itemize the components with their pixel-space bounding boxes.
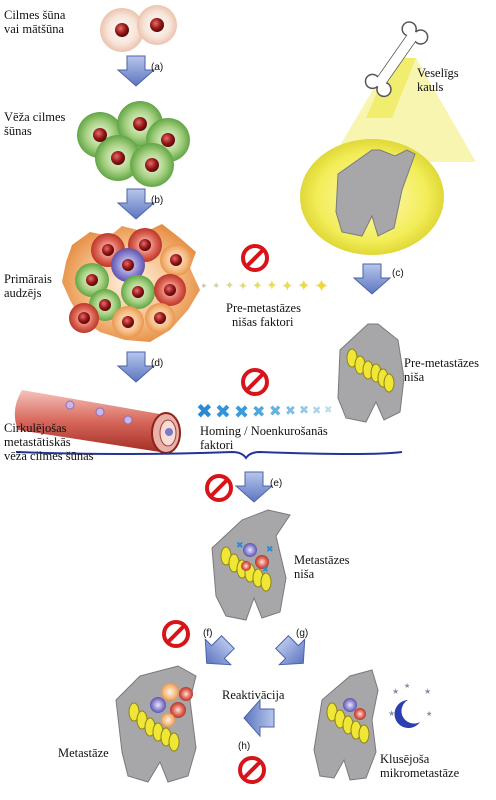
svg-text:★: ★	[424, 687, 431, 696]
arrow-b	[117, 188, 155, 220]
label-line: nišas faktori	[232, 315, 294, 329]
svg-text:✖: ✖	[312, 405, 321, 417]
label-line: Cilmes šūna	[4, 8, 66, 22]
svg-text:✖: ✖	[252, 404, 265, 421]
svg-text:✦: ✦	[225, 280, 234, 292]
label-line: mikrometastāze	[380, 766, 460, 780]
arrow-d	[117, 351, 155, 383]
arrow-a	[117, 55, 155, 87]
svg-text:✦: ✦	[238, 279, 248, 293]
label-line: Vēža cilmes	[4, 110, 66, 124]
svg-text:✖: ✖	[266, 544, 274, 554]
label-metastasis: Metastāze	[58, 746, 109, 760]
dormant-micrometastasis-bone	[313, 669, 379, 781]
svg-text:✖: ✖	[236, 540, 244, 550]
label-healthy-bone: Veselīgs kauls	[417, 66, 459, 94]
label-line: Pre-metastāzes	[226, 301, 301, 315]
svg-text:✦: ✦	[281, 279, 294, 295]
homing-factor-crosses: ✖ ✖ ✖ ✖ ✖ ✖ ✖ ✖ ✖	[196, 401, 332, 423]
label-line: Pre-metastāzes	[404, 356, 479, 370]
label-line: vai mātšūna	[4, 22, 65, 36]
label-line: šūnas	[4, 124, 32, 138]
label-line: Cirkulējošas	[4, 421, 67, 435]
svg-text:✖: ✖	[324, 405, 332, 416]
label-line: Homing / Noenkurošanās	[200, 424, 328, 438]
label-line: vēža cilmes šūnas	[4, 449, 94, 463]
step-h: (h)	[238, 741, 251, 752]
label-reactivation: Reaktivācija	[222, 688, 285, 702]
blood-vessel	[14, 390, 181, 454]
label-dormant: Klusējoša mikrometastāze	[380, 752, 459, 780]
label-line: audzējs	[4, 286, 42, 300]
label-premetastatic-factors: Pre-metastāzes nišas faktori	[226, 301, 301, 329]
svg-text:✖: ✖	[269, 404, 282, 420]
label-line: Metastāzes	[294, 553, 350, 567]
svg-text:★: ★	[392, 687, 399, 696]
step-e: (e)	[270, 478, 283, 489]
step-g: (g)	[296, 628, 309, 639]
svg-text:✦: ✦	[314, 276, 329, 296]
svg-text:✖: ✖	[215, 402, 231, 423]
healthy-bone	[300, 21, 476, 255]
label-line: niša	[404, 370, 425, 384]
step-d: (d)	[151, 358, 164, 369]
arrow-e	[235, 471, 273, 503]
svg-text:✦: ✦	[252, 278, 263, 293]
arrow-f	[204, 635, 235, 666]
svg-text:✦: ✦	[200, 281, 208, 291]
svg-text:★: ★	[404, 682, 410, 690]
svg-text:✖: ✖	[262, 565, 269, 574]
step-a: (a)	[151, 62, 164, 73]
svg-text:★: ★	[388, 709, 395, 718]
label-circulating: Cirkulējošas metastātiskās vēža cilmes š…	[4, 421, 94, 463]
inhibit-sign-e	[205, 474, 233, 502]
inhibit-sign-homing	[241, 368, 269, 396]
label-cancer-stem: Vēža cilmes šūnas	[4, 110, 65, 138]
label-line: kauls	[417, 80, 444, 94]
label-primary-tumor: Primārais audzējs	[4, 272, 52, 300]
stem-cells	[100, 5, 177, 52]
label-line: niša	[294, 567, 315, 581]
label-line: Veselīgs	[417, 66, 459, 80]
svg-text:✦: ✦	[297, 278, 310, 295]
label-stem-cell: Cilmes šūna vai mātšūna	[4, 8, 65, 36]
label-homing-factors: Homing / Noenkurošanās faktori	[200, 424, 328, 452]
metastasis-bone	[115, 665, 197, 783]
label-line: Primārais	[4, 272, 52, 286]
primary-tumor	[62, 224, 200, 342]
premetastatic-factor-stars: ✦ ✦ ✦ ✦ ✦ ✦ ✦ ✦ ✦	[200, 276, 329, 296]
label-premetastatic-niche: Pre-metastāzes niša	[404, 356, 479, 384]
arrow-c	[353, 263, 391, 295]
svg-text:✖: ✖	[196, 401, 213, 423]
inhibit-sign-h	[238, 756, 266, 784]
cancer-stem-cells	[77, 101, 190, 187]
metastatic-niche: ✖ ✖ ✖	[211, 509, 291, 621]
label-line: faktori	[200, 438, 234, 452]
arrow-h	[243, 698, 275, 738]
premetastatic-niche	[337, 323, 405, 423]
svg-text:✖: ✖	[299, 403, 309, 417]
svg-text:✖: ✖	[285, 403, 296, 418]
svg-text:✖: ✖	[234, 402, 249, 422]
brace	[15, 450, 403, 460]
svg-text:✦: ✦	[212, 281, 220, 292]
svg-text:★: ★	[426, 710, 432, 718]
moon-stars-icon: ★ ★ ★ ★ ★	[388, 682, 432, 728]
label-line: metastātiskās	[4, 435, 71, 449]
label-line: Klusējoša	[380, 752, 430, 766]
arrow-g	[275, 635, 306, 666]
step-b: (b)	[151, 195, 164, 206]
step-c: (c)	[392, 268, 404, 279]
inhibit-sign-premetastatic	[241, 244, 269, 272]
inhibit-sign-f	[162, 620, 190, 648]
label-metastatic-niche: Metastāzes niša	[294, 553, 350, 581]
svg-text:✦: ✦	[266, 279, 278, 294]
step-f: (f)	[203, 628, 213, 639]
